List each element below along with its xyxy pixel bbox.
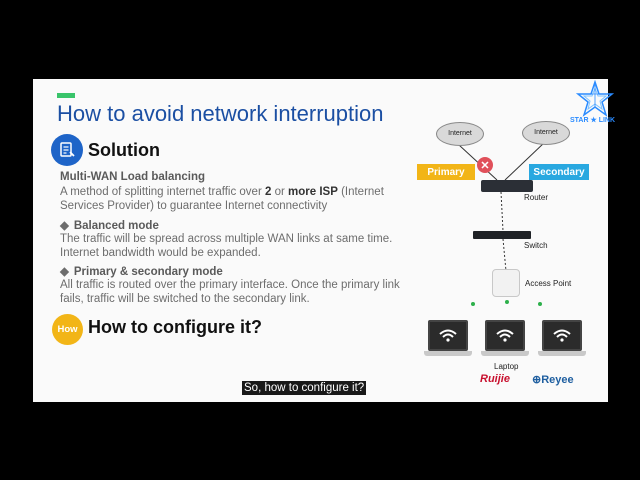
primary-label: Primary: [417, 164, 475, 180]
wifi-icon: [439, 329, 457, 342]
mwlb-description-line2: Services Provider) to guarantee Internet…: [60, 200, 328, 212]
primary-secondary-mode-title: ◆Primary & secondary mode: [60, 266, 223, 278]
balanced-mode-line1: The traffic will be spread across multip…: [60, 233, 393, 245]
ruijie-logo: Ruijie: [480, 373, 510, 385]
primary-secondary-line2: fails, traffic will be switched to the s…: [60, 293, 310, 305]
internet-cloud-label: Internet: [534, 129, 558, 136]
starlink-logo-text: STAR ★ LINK: [570, 117, 616, 124]
wifi-icon: [553, 329, 571, 342]
laptop-base: [424, 351, 472, 356]
starlink-logo-icon: [575, 80, 615, 117]
configure-heading: How to configure it?: [88, 317, 262, 337]
mwlb-title: Multi-WAN Load balancing: [60, 171, 206, 183]
laptop-base: [481, 351, 529, 356]
solution-heading: Solution: [88, 140, 160, 160]
laptop-icon: [542, 320, 582, 351]
laptop-base: [538, 351, 586, 356]
internet-cloud-label: Internet: [448, 130, 472, 137]
access-point-label: Access Point: [525, 279, 572, 288]
secondary-label: Secondary: [529, 164, 589, 180]
balanced-mode-line2: Internet bandwidth would be expanded.: [60, 247, 261, 259]
title-accent-bar: [57, 93, 75, 98]
how-badge: How: [52, 314, 83, 345]
internet-cloud-icon: [522, 121, 570, 145]
switch-label: Switch: [524, 241, 548, 250]
wifi-signal-dot: [538, 302, 542, 306]
wifi-icon: [496, 329, 514, 342]
wifi-signal-dot: [505, 300, 509, 304]
router-label: Router: [524, 193, 549, 202]
laptop-icon: [485, 320, 525, 351]
solution-document-icon: [51, 134, 83, 166]
internet-cloud-icon: [436, 122, 484, 146]
switch-icon: [473, 231, 531, 239]
slide-title: How to avoid network interruption: [57, 101, 384, 126]
access-point-icon: [492, 269, 520, 297]
balanced-mode-title: ◆Balanced mode: [60, 220, 159, 232]
mwlb-description-line1: A method of splitting internet traffic o…: [60, 186, 384, 198]
video-caption: So, how to configure it?: [242, 381, 367, 395]
link-fail-icon: ✕: [477, 157, 493, 173]
laptop-label: Laptop: [494, 362, 519, 371]
router-icon: [481, 180, 533, 192]
reyee-logo: ⊕Reyee: [532, 374, 574, 386]
presentation-slide: How to avoid network interruption Soluti…: [33, 79, 608, 402]
primary-secondary-line1: All traffic is routed over the primary i…: [60, 279, 400, 291]
laptop-icon: [428, 320, 468, 351]
reyee-logo-icon: ⊕: [532, 374, 542, 386]
diamond-bullet-icon: ◆: [60, 220, 69, 232]
diamond-bullet-icon: ◆: [60, 266, 69, 278]
wifi-signal-dot: [471, 302, 475, 306]
